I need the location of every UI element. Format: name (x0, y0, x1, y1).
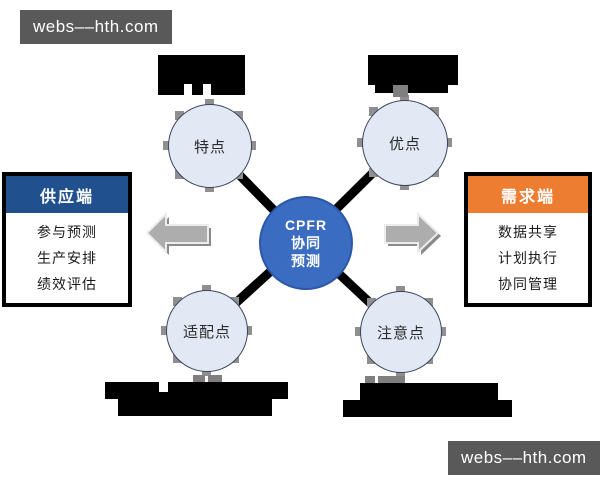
watermark-bottom-right: webs––hth.com (448, 441, 600, 475)
selection-handle (204, 98, 214, 108)
circle-cautions-label: 注意点 (376, 324, 425, 342)
supply-side-box: 供应端 参与预测 生产安排 绩效评估 (2, 172, 132, 307)
connector-stem (393, 85, 408, 97)
circle-adaptation: 适配点 (166, 290, 248, 372)
connector-stem (378, 376, 405, 383)
selection-handle (160, 325, 170, 335)
connector-stem (193, 375, 205, 382)
circle-advantages-label: 优点 (388, 135, 421, 153)
demand-side-box: 需求端 数据共享 计划执行 协同管理 (464, 172, 592, 307)
connector-stem (365, 376, 375, 383)
selection-handle (174, 110, 184, 120)
redacted-caption-bottom-right (360, 383, 498, 400)
redacted-caption-bottom-right (343, 400, 512, 417)
supply-item: 参与预测 (37, 224, 97, 240)
circle-cautions: 注意点 (360, 291, 442, 373)
redacted-caption-bottom-left (105, 382, 288, 399)
redacted-caption-top-left (158, 84, 184, 95)
selection-handle (201, 284, 211, 294)
redacted-caption-top-left (211, 84, 245, 95)
hub-circle-cpfr: CPFR 协同 预测 (259, 196, 353, 290)
demand-side-title: 需求端 (468, 176, 588, 213)
demand-item: 协同管理 (498, 276, 558, 292)
supply-item: 绩效评估 (37, 276, 97, 292)
supply-item: 生产安排 (37, 250, 97, 266)
hub-line-3: 预测 (291, 253, 321, 270)
selection-handle (354, 326, 364, 336)
supply-side-list: 参与预测 生产安排 绩效评估 (6, 213, 128, 303)
circle-features-label: 特点 (193, 138, 226, 156)
selection-handle (366, 297, 376, 307)
arrow-right-icon (384, 211, 441, 255)
connector-stem (208, 375, 222, 382)
redacted-caption-top-left (192, 84, 203, 95)
supply-side-title: 供应端 (6, 176, 128, 213)
hub-line-2: 协同 (291, 234, 321, 251)
selection-handle (172, 296, 182, 306)
demand-side-list: 数据共享 计划执行 协同管理 (468, 213, 588, 303)
circle-adaptation-label: 适配点 (182, 323, 231, 341)
selection-handle (162, 140, 172, 150)
demand-item: 计划执行 (498, 250, 558, 266)
circle-features: 特点 (168, 104, 252, 188)
arrow-left-icon (145, 211, 211, 255)
redacted-caption-top-right (368, 55, 458, 85)
redacted-caption-top-right (408, 85, 448, 93)
demand-item: 数据共享 (498, 224, 558, 240)
selection-handle (356, 137, 366, 147)
redacted-caption-bottom-left (118, 399, 272, 416)
selection-handle (395, 285, 405, 295)
watermark-top-left: webs––hth.com (20, 10, 172, 44)
selection-handle (399, 94, 409, 104)
circle-advantages: 优点 (362, 100, 448, 186)
redacted-caption-top-left (158, 55, 245, 84)
redacted-caption-top-right (375, 85, 393, 93)
redacted-caption-bottom-left (159, 382, 168, 392)
selection-handle (369, 107, 379, 117)
hub-line-1: CPFR (284, 216, 328, 233)
